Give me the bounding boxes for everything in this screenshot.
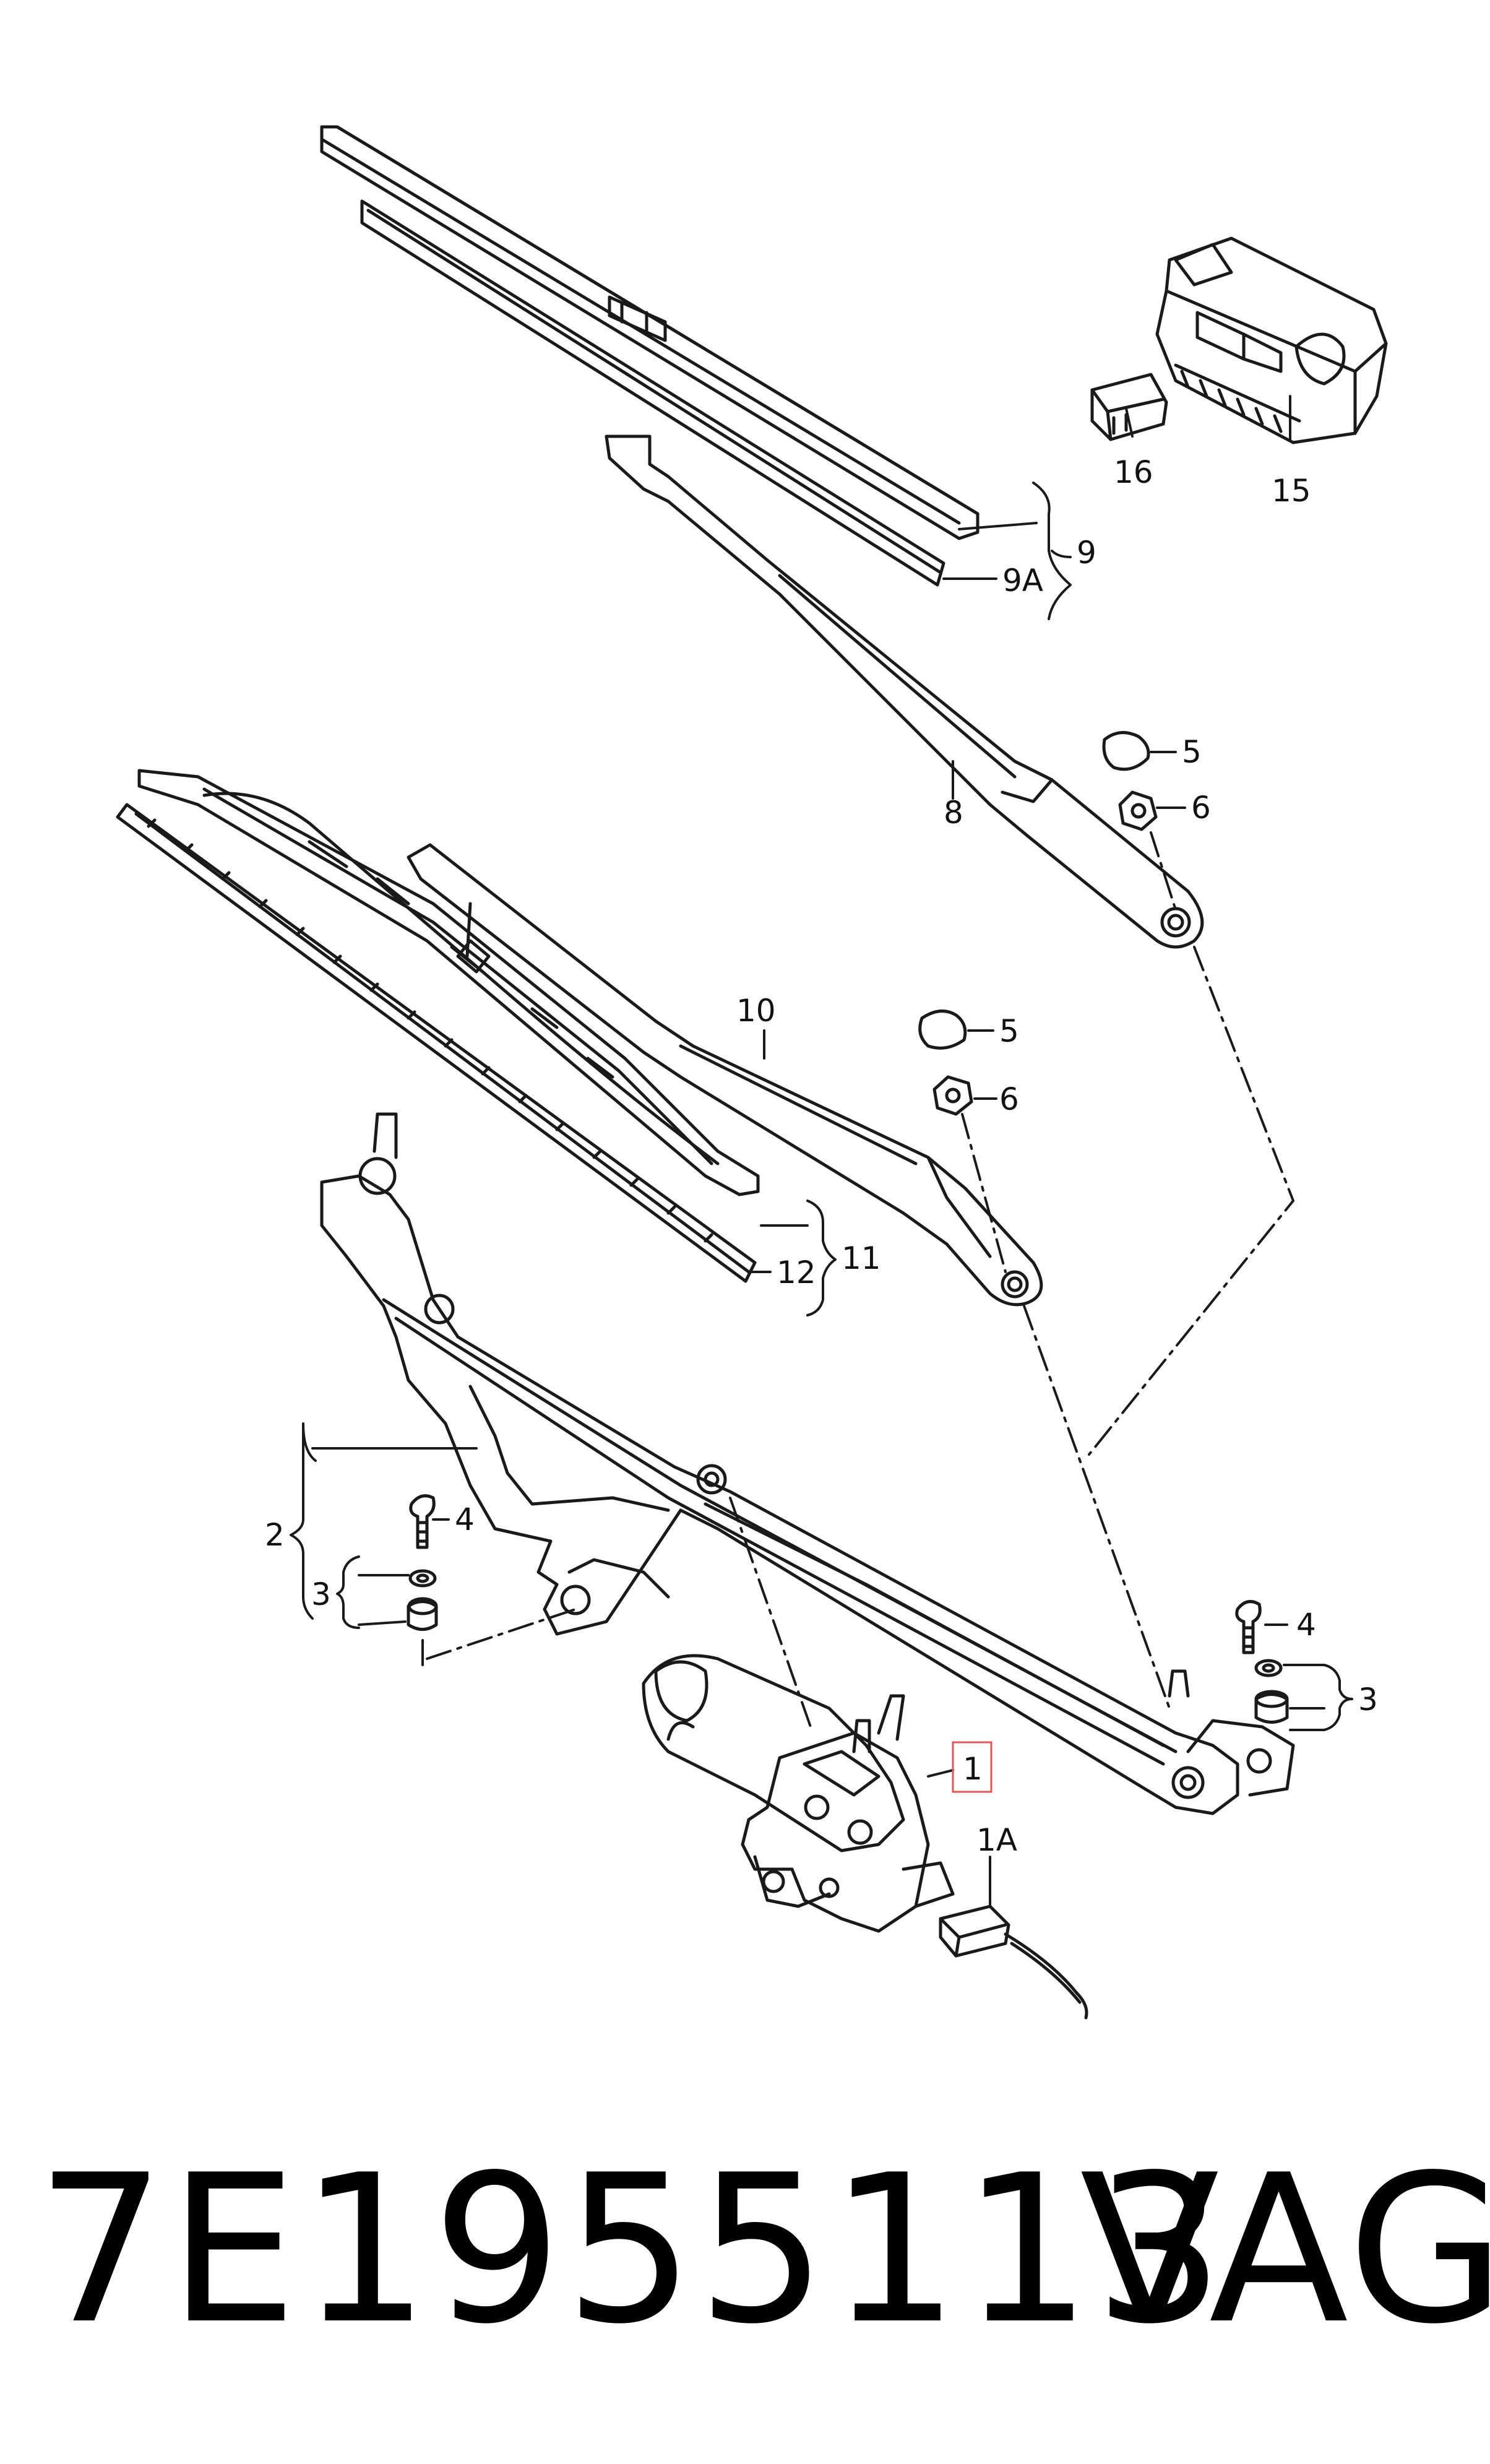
label-2: 2 — [265, 1517, 285, 1553]
alignment-lines — [421, 831, 1294, 1728]
label-1: 1 — [963, 1751, 983, 1787]
wiper-rubber-9a — [360, 199, 945, 587]
label-4-left: 4 — [455, 1502, 475, 1537]
label-15: 15 — [1272, 473, 1311, 509]
brand-name: VAG — [1080, 2131, 1490, 2369]
wiper-arm-10 — [407, 843, 1043, 1307]
wiper-motor-1 — [642, 1654, 955, 1933]
washer-3-left — [408, 1569, 437, 1588]
wiper-rubber-12 — [116, 803, 757, 1283]
connector-1a — [939, 1904, 1088, 2020]
label-3-left: 3 — [311, 1576, 331, 1612]
label-12: 12 — [777, 1255, 816, 1290]
wiper-blade-11 — [137, 769, 760, 1196]
washer-3-right — [1254, 1659, 1283, 1677]
leader-lines — [290, 395, 1353, 1908]
wiper-arm-8 — [605, 434, 1204, 949]
bolt-4-right — [1235, 1600, 1262, 1654]
label-6-top: 6 — [1191, 790, 1211, 826]
label-10: 10 — [736, 993, 776, 1029]
part-labels: 9 9A 16 15 5 6 8 10 5 6 11 12 2 4 3 4 3 … — [265, 454, 1378, 1858]
label-9: 9 — [1077, 535, 1096, 571]
label-3-right: 3 — [1358, 1682, 1378, 1718]
label-11: 11 — [842, 1240, 881, 1276]
label-1a: 1A — [976, 1822, 1017, 1858]
control-module-15 — [1155, 236, 1388, 444]
label-1-highlight — [952, 1741, 993, 1793]
nut-6-top — [1118, 790, 1158, 831]
label-4-right: 4 — [1296, 1607, 1316, 1643]
grommet-3-left — [407, 1597, 438, 1631]
label-9a: 9A — [1002, 563, 1043, 599]
connector-16 — [1090, 373, 1168, 441]
label-5-top: 5 — [1182, 734, 1202, 770]
label-16: 16 — [1114, 454, 1153, 490]
label-6-mid: 6 — [999, 1081, 1019, 1117]
label-5-mid: 5 — [999, 1013, 1019, 1049]
nut-6-mid — [932, 1075, 973, 1116]
cap-5-mid — [918, 1009, 967, 1050]
part-number: 7E1955113 — [36, 2131, 1227, 2369]
wiper-blade-9 — [320, 125, 980, 540]
bolt-4-left — [409, 1494, 436, 1549]
wiper-linkage-2 — [320, 1112, 1295, 1815]
label-8: 8 — [944, 795, 963, 831]
grommet-3-right — [1254, 1690, 1289, 1724]
cap-5-top — [1102, 731, 1150, 771]
